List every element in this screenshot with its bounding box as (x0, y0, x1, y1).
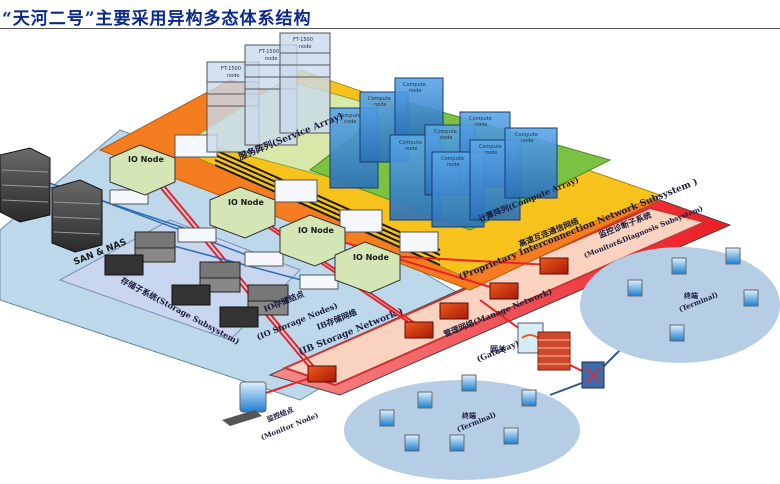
gateway-cn-label: 网关 (490, 344, 506, 354)
terminals-bottom (379, 374, 537, 452)
svg-text:IO Node: IO Node (353, 253, 389, 262)
svg-text:node: node (265, 56, 277, 62)
svg-text:node: node (299, 44, 311, 50)
san-nas-server-2 (51, 179, 103, 253)
svg-text:node: node (374, 102, 386, 108)
svg-text:Compute: Compute (441, 156, 464, 162)
monitor-node-icon (222, 381, 267, 426)
svg-text:IO Node: IO Node (298, 226, 334, 235)
svg-text:Compute: Compute (469, 116, 492, 122)
io-node-1: IO Node (109, 144, 176, 196)
terminal-cluster-right (580, 247, 780, 363)
storage-server-group-1 (104, 231, 176, 276)
page-title: “天河二号”主要采用异构多态体系结构 (2, 9, 312, 29)
svg-text:FT-1500: FT-1500 (259, 49, 279, 55)
ft-node-stack-3: FT-1500 node (279, 32, 331, 134)
svg-text:Compute: Compute (479, 144, 502, 150)
terminal-cluster-bottom (344, 380, 580, 480)
svg-text:node: node (485, 150, 497, 156)
svg-text:node: node (405, 146, 417, 152)
io-node-2: IO Node (209, 186, 276, 239)
storage-server-group-2 (171, 261, 241, 306)
svg-text:Compute: Compute (515, 132, 538, 138)
svg-text:FT-1500: FT-1500 (293, 37, 313, 43)
terminals-right (627, 247, 759, 342)
svg-text:FT-1500: FT-1500 (221, 66, 241, 72)
svg-text:node: node (475, 122, 487, 128)
svg-text:Compute: Compute (399, 140, 422, 146)
svg-text:IO Node: IO Node (228, 198, 264, 207)
svg-text:node: node (409, 88, 421, 94)
monitor-node-link (259, 377, 311, 396)
storage-server-group-3 (219, 284, 289, 328)
firewall-icon (537, 331, 571, 371)
title-divider (0, 28, 780, 29)
san-nas-server-1 (0, 147, 51, 223)
svg-text:node: node (344, 119, 356, 125)
svg-text:node: node (521, 138, 533, 144)
terminal-right-cn-label: 终端 (684, 291, 698, 300)
svg-text:node: node (227, 73, 239, 79)
svg-text:IO Node: IO Node (128, 155, 164, 164)
gateway-en-label: (Gateway) (475, 338, 521, 364)
svg-text:Compute: Compute (338, 113, 361, 119)
monitor-boxes (307, 257, 569, 383)
svg-text:Compute: Compute (434, 129, 457, 135)
svg-text:Compute: Compute (368, 96, 391, 102)
io-node-4: IO Node (334, 241, 401, 294)
terminal-bottom-cn-label: 终端 (462, 411, 476, 420)
svg-text:node: node (440, 135, 452, 141)
router-icon (581, 361, 605, 389)
svg-text:node: node (447, 162, 459, 168)
svg-text:Compute: Compute (403, 82, 426, 88)
